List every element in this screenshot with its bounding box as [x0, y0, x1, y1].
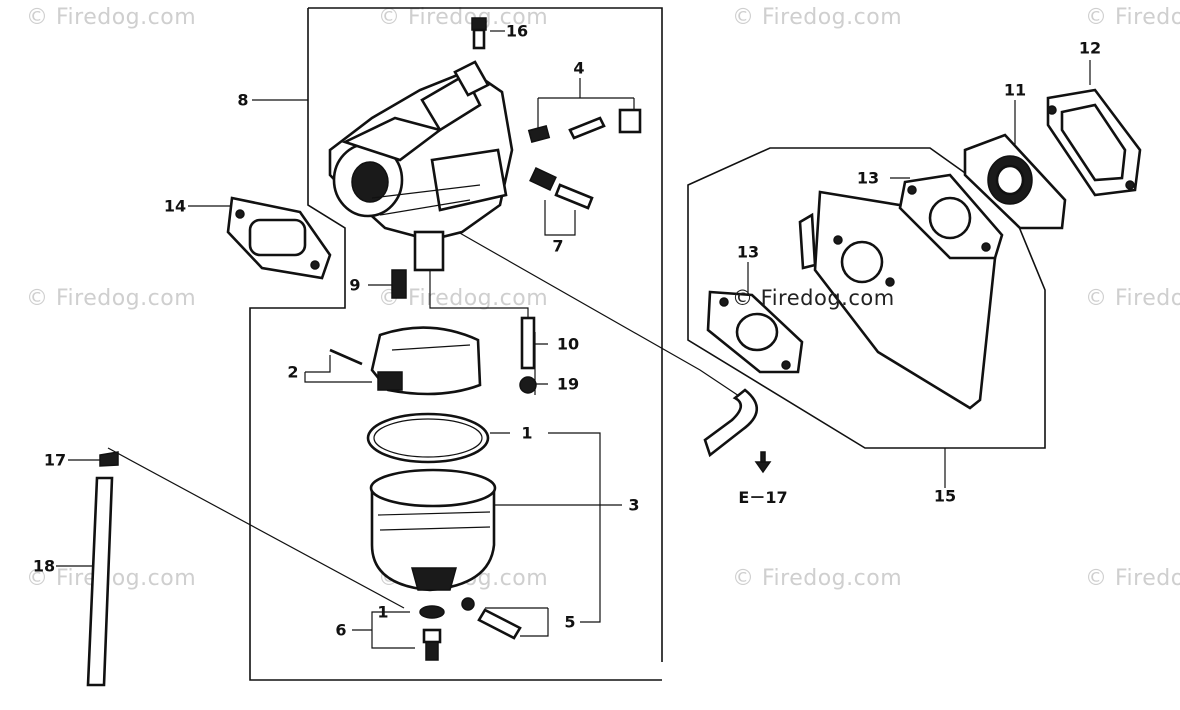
- leader-line: [537, 78, 635, 128]
- main-jet-icon: [391, 269, 407, 299]
- air-cleaner-gasket-icon: [1046, 88, 1142, 197]
- callout-13-lower: 13: [736, 242, 760, 262]
- leader-line: [544, 200, 576, 236]
- oring-inner: [373, 418, 483, 458]
- carburetor-gasket-icon: [706, 290, 804, 374]
- callout-1-oring: 1: [521, 423, 533, 443]
- watermark: © Firedog.com: [26, 5, 197, 30]
- watermark: © Firedog.com: [732, 5, 903, 30]
- carburetor-insulator-icon: [963, 133, 1067, 230]
- float-valve-icon: [519, 316, 537, 394]
- gasket-set-outline: [687, 147, 1046, 449]
- float-chamber-icon: [369, 468, 497, 592]
- callout-16: 16: [505, 21, 529, 41]
- callout-10: 10: [556, 334, 580, 354]
- callout-3: 3: [628, 495, 640, 515]
- leader-line: [485, 607, 549, 637]
- assembly-outline: [308, 7, 663, 662]
- leader-line: [107, 447, 405, 609]
- drain-screw-icon: [461, 597, 522, 640]
- callout-19: 19: [556, 374, 580, 394]
- callout-14: 14: [163, 196, 187, 216]
- callout-12: 12: [1078, 38, 1102, 58]
- callout-5: 5: [564, 612, 576, 632]
- leader-line: [304, 355, 372, 383]
- callout-9: 9: [349, 275, 361, 295]
- callout-13-upper: 13: [856, 168, 880, 188]
- carburetor-body-icon: [328, 60, 514, 272]
- pilot-screw-icon: [527, 108, 642, 144]
- callout-18: 18: [32, 556, 56, 576]
- callout-1-washer: 1: [377, 602, 389, 622]
- callout-8: 8: [237, 90, 249, 110]
- oring-icon: [366, 412, 490, 464]
- callout-2: 2: [287, 362, 299, 382]
- insulator-gasket-icon: [226, 196, 332, 280]
- reference-label: E－17: [738, 488, 788, 507]
- leader-line: [352, 611, 415, 649]
- assembly-outline: [249, 8, 662, 681]
- fuel-tube-icon: [86, 451, 119, 687]
- leader-line: [490, 432, 601, 623]
- watermark: © Firedo: [1085, 286, 1180, 311]
- leader-line: [457, 231, 746, 401]
- callout-4: 4: [573, 58, 585, 78]
- watermark-center: © Firedog.com: [732, 286, 895, 310]
- watermark: © Firedog.com: [26, 286, 197, 311]
- watermark: © Firedog.com: [732, 566, 903, 591]
- throttle-stop-screw-icon: [529, 167, 594, 210]
- arrow-down-icon: [754, 461, 772, 474]
- screw-icon: [471, 17, 487, 50]
- callout-7: 7: [552, 236, 564, 256]
- breather-tube-icon: [703, 388, 759, 458]
- callout-11: 11: [1003, 80, 1027, 100]
- callout-17: 17: [43, 450, 67, 470]
- callout-6: 6: [335, 620, 347, 640]
- insulator-gasket-icon: [898, 173, 1004, 260]
- float-icon: [329, 326, 482, 396]
- leader-line: [429, 270, 529, 320]
- watermark: © Firedo: [1085, 566, 1180, 591]
- drain-bolt-icon: [419, 605, 445, 661]
- watermark: © Firedog.com: [26, 566, 197, 591]
- watermark: © Firedo: [1085, 5, 1180, 30]
- arrow-shaft: [760, 451, 766, 463]
- watermark: © Firedog.com: [378, 5, 549, 30]
- callout-15: 15: [933, 486, 957, 506]
- leader-line: [534, 332, 548, 395]
